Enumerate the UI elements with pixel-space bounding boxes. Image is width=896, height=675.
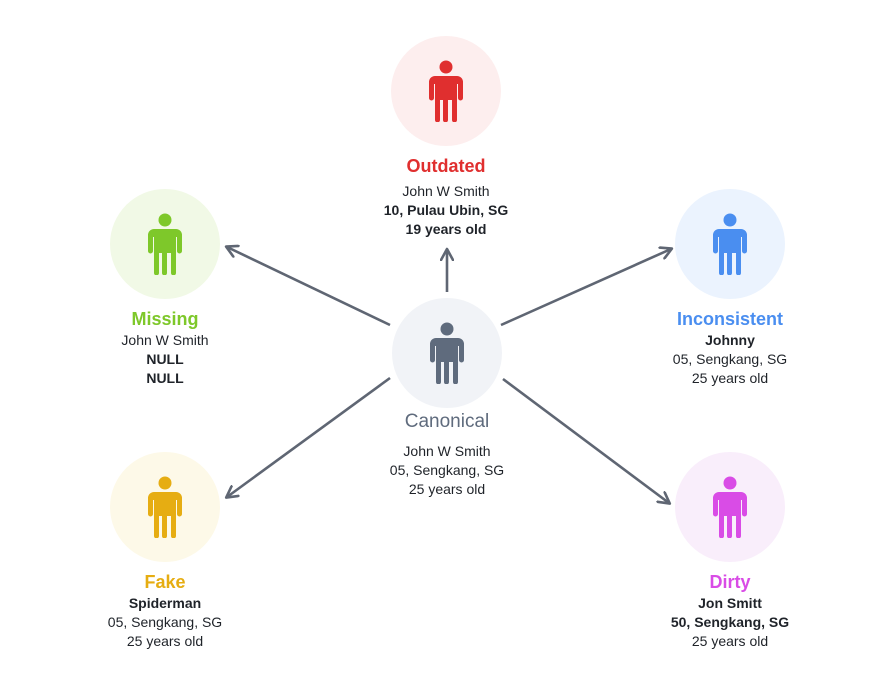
person-icon	[430, 322, 464, 384]
missing-address: NULL	[146, 351, 184, 367]
person-icon	[429, 60, 463, 122]
canonical-address: 05, Sengkang, SG	[389, 462, 505, 478]
missing-avatar	[110, 189, 220, 299]
missing-title: Missing	[131, 309, 199, 329]
inconsistent-address: 05, Sengkang, SG	[672, 351, 788, 367]
node-canonical: Canonical John W Smith 05, Sengkang, SG …	[347, 298, 547, 499]
canonical-title: Canonical	[404, 411, 490, 432]
dirty-title: Dirty	[709, 572, 751, 592]
fake-address: 05, Sengkang, SG	[107, 614, 223, 630]
inconsistent-avatar	[675, 189, 785, 299]
dirty-avatar	[675, 452, 785, 562]
node-missing: Missing John W Smith NULL NULL	[65, 189, 265, 388]
fake-age: 25 years old	[126, 633, 204, 649]
arrow-to-inconsistent	[500, 249, 671, 327]
person-icon	[148, 213, 182, 275]
inconsistent-age: 25 years old	[691, 370, 769, 386]
fake-avatar	[110, 452, 220, 562]
missing-age: NULL	[146, 370, 184, 386]
inconsistent-name: Johnny	[705, 332, 755, 348]
outdated-name: John W Smith	[402, 183, 490, 199]
dirty-address: 50, Sengkang, SG	[670, 614, 790, 630]
dirty-age: 25 years old	[691, 633, 769, 649]
node-dirty: Dirty Jon Smitt 50, Sengkang, SG 25 year…	[630, 452, 830, 651]
arrow-to-dirty	[502, 377, 669, 503]
person-icon	[713, 213, 747, 275]
arrow-to-fake	[227, 376, 391, 497]
canonical-avatar	[392, 298, 502, 408]
outdated-avatar	[391, 36, 501, 146]
node-inconsistent: Inconsistent Johnny 05, Sengkang, SG 25 …	[630, 189, 830, 388]
outdated-age: 19 years old	[405, 221, 487, 237]
person-icon	[148, 476, 182, 538]
arrow-to-missing	[227, 247, 391, 327]
node-fake: Fake Spiderman 05, Sengkang, SG 25 years…	[65, 452, 265, 651]
fake-name: Spiderman	[128, 595, 202, 611]
fake-title: Fake	[144, 572, 186, 592]
outdated-title: Outdated	[406, 156, 486, 176]
person-icon	[713, 476, 747, 538]
inconsistent-title: Inconsistent	[676, 309, 783, 329]
node-outdated: Outdated John W Smith 10, Pulau Ubin, SG…	[346, 36, 546, 239]
missing-name: John W Smith	[121, 332, 209, 348]
canonical-name: John W Smith	[403, 443, 491, 459]
canonical-age: 25 years old	[408, 481, 486, 497]
dirty-name: Jon Smitt	[698, 595, 762, 611]
outdated-address: 10, Pulau Ubin, SG	[383, 202, 509, 218]
